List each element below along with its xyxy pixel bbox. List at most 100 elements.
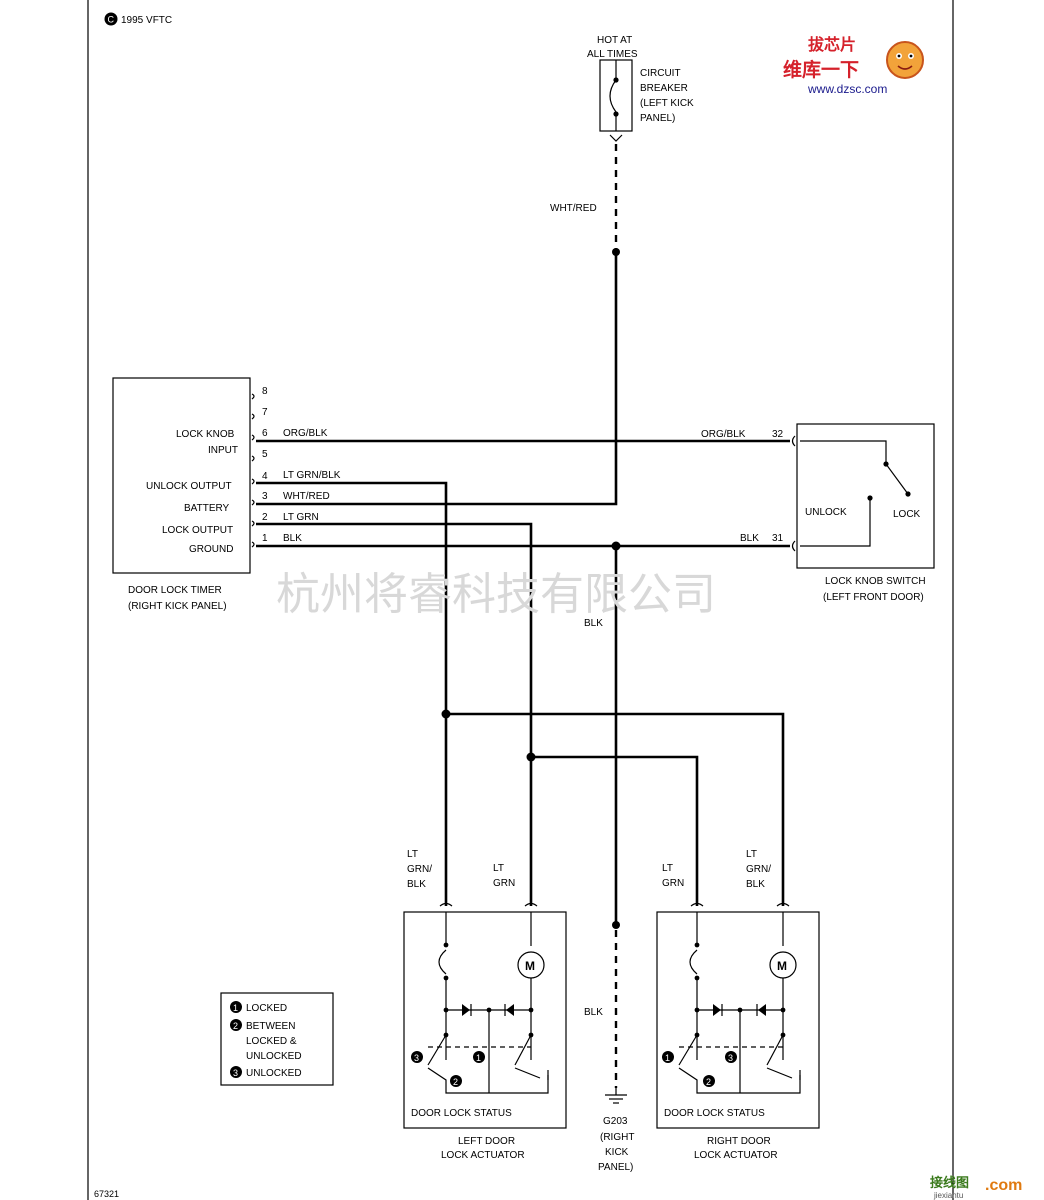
footer-logo-sub: jiexiantu [933,1191,963,1200]
legend-locked: LOCKED [246,1003,287,1014]
pin-label-unlock-output: UNLOCK OUTPUT [146,481,232,492]
left-wire-a-3: BLK [407,879,426,890]
switch-wire-top: ORG/BLK [701,429,746,440]
right-wire-a-2: GRN [662,878,684,889]
copyright-text: 1995 VFTC [121,15,172,26]
wire-lt-grn-right [531,755,699,906]
ground-symbol-icon [605,1088,627,1104]
right-motor-label: M [777,959,787,973]
ground-name-3: KICK [605,1147,629,1158]
left-status-label: DOOR LOCK STATUS [411,1108,512,1119]
wire-lt-grn-blk-right [446,712,785,906]
switch-lock-label: LOCK [893,509,921,520]
left-actuator-name-2: LOCK ACTUATOR [441,1150,525,1161]
timer-pin-connectors [251,393,255,548]
hot-label-2: ALL TIMES [587,49,638,60]
logo-line-1: 拔芯片 [808,35,856,54]
circuit-breaker [599,59,633,132]
right-status-label: DOOR LOCK STATUS [664,1108,765,1119]
legend-number-3: 3 [233,1068,238,1078]
legend-number-1: 1 [233,1003,238,1013]
footer-logo-text: 接线图 [930,1175,969,1191]
right-wire-b-1: LT [746,849,757,860]
ground-name-2: (RIGHT [600,1132,634,1143]
left-wire-a-2: GRN/ [407,864,432,875]
right-wire-b-2: GRN/ [746,864,771,875]
ground-name-4: PANEL) [598,1162,633,1173]
pin-number-1: 1 [262,533,268,544]
breaker-label-3: (LEFT KICK [640,98,694,109]
footer-logo-com: .com [985,1177,1022,1194]
legend-number-2: 2 [233,1021,238,1031]
pin-label-battery: BATTERY [184,503,230,514]
pin-label-ground: GROUND [189,544,233,555]
timer-name-1: DOOR LOCK TIMER [128,585,222,596]
svg-text:C: C [108,15,115,25]
right-actuator-name-1: RIGHT DOOR [707,1136,771,1147]
pin-number-3: 3 [262,491,268,502]
pin-label-lock-output: LOCK OUTPUT [162,525,233,536]
hot-label-1: HOT AT [597,35,632,46]
right-actuator: M [656,902,820,1129]
switch-unlock-label: UNLOCK [805,507,847,518]
pin-number-5: 5 [262,449,268,460]
left-motor-label: M [525,959,535,973]
wire-wht-red [256,252,618,506]
breaker-label-1: CIRCUIT [640,68,681,79]
timer-name-2: (RIGHT KICK PANEL) [128,601,227,612]
pin-number-6: 6 [262,428,268,439]
switch-pin-top: 32 [772,429,784,440]
breaker-label-4: PANEL) [640,113,675,124]
legend [220,992,334,1086]
wire-lt-grn-blk [256,481,448,906]
legend-unlocked: UNLOCKED [246,1068,302,1079]
watermark-text: 杭州将睿科技有限公司 [276,569,716,620]
ground-wire-color-1: BLK [584,618,603,629]
switch-wire-bottom: BLK [740,533,759,544]
wire-color-pin1: BLK [283,533,302,544]
pin-number-4: 4 [262,471,268,482]
switch-name-2: (LEFT FRONT DOOR) [823,592,924,603]
right-actuator-name-2: LOCK ACTUATOR [694,1150,778,1161]
wire-color-pin3: WHT/RED [283,491,330,502]
switch-pin-bottom: 31 [772,533,784,544]
right-status-3: 3 [728,1053,733,1063]
footer-logo: 接线图 .com jiexiantu [930,1175,1022,1200]
left-wire-a-1: LT [407,849,418,860]
site-logo: 拔芯片 维库一下 www.dzsc.com [783,35,924,96]
legend-between-3: UNLOCKED [246,1051,302,1062]
right-wire-a-1: LT [662,863,673,874]
wire-color-pin6: ORG/BLK [283,428,328,439]
logo-url: www.dzsc.com [807,82,887,96]
legend-between-2: LOCKED & [246,1036,297,1047]
left-actuator-name-1: LEFT DOOR [458,1136,515,1147]
left-wire-b-1: LT [493,863,504,874]
lock-knob-switch-contacts [800,440,911,547]
left-status-1: 1 [476,1053,481,1063]
right-wire-b-3: BLK [746,879,765,890]
door-lock-timer-box [112,377,251,574]
wire-lt-grn [256,522,533,906]
left-status-2: 2 [453,1077,458,1087]
logo-mascot-icon [886,41,924,79]
ground-name-1: G203 [603,1116,628,1127]
breaker-label-2: BREAKER [640,83,688,94]
figure-number: 67321 [94,1189,119,1199]
logo-line-2: 维库一下 [783,58,859,81]
right-status-2: 2 [706,1077,711,1087]
switch-name-1: LOCK KNOB SWITCH [825,576,926,587]
right-status-1: 1 [665,1053,670,1063]
pin-number-8: 8 [262,386,268,397]
pin-label-input: INPUT [208,445,238,456]
copyright-mark: C 1995 VFTC [104,12,172,26]
wire-color-pin4: LT GRN/BLK [283,470,341,481]
pin-number-2: 2 [262,512,268,523]
wire-color-pin2: LT GRN [283,512,319,523]
power-wire-color: WHT/RED [550,203,597,214]
left-wire-b-2: GRN [493,878,515,889]
pin-label-lock-knob: LOCK KNOB [176,429,235,440]
legend-between-1: BETWEEN [246,1021,295,1032]
left-status-3: 3 [414,1053,419,1063]
ground-wire-color-2: BLK [584,1007,603,1018]
